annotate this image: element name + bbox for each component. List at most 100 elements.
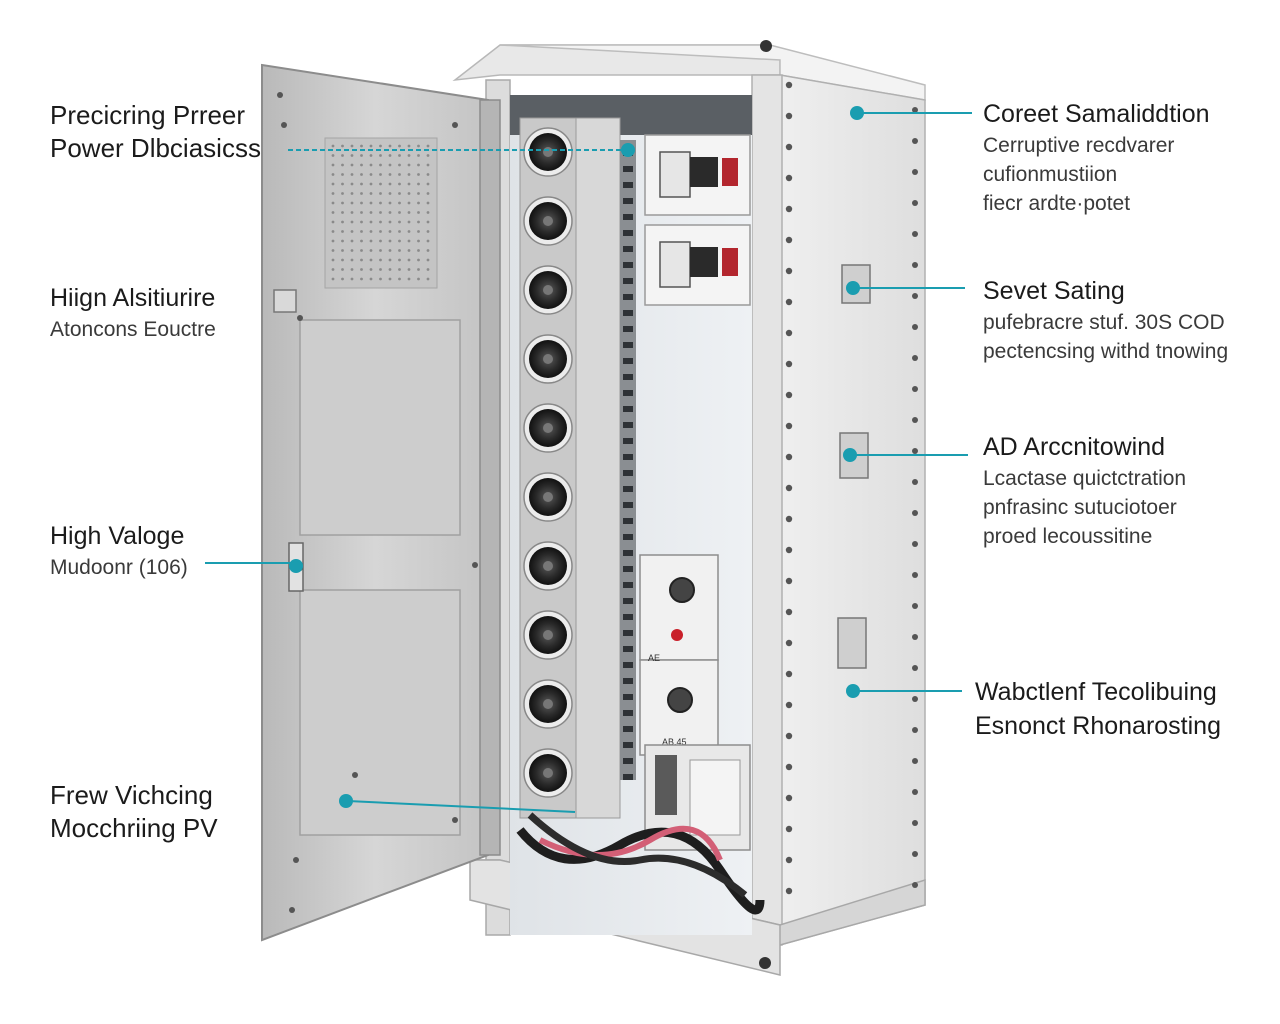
label-left-4-subtitle: Mocchriing PV: [50, 813, 218, 844]
breaker-2: [659, 241, 691, 288]
roof-bolt: [760, 40, 772, 52]
vent-hole: [388, 277, 392, 281]
vent-hole: [407, 182, 411, 186]
module-red-button: [671, 629, 683, 641]
post-bolt: [785, 515, 793, 523]
terminal-block: [623, 246, 633, 252]
front-post-right: [751, 74, 783, 946]
side-bolt: [912, 758, 918, 764]
vent-hole: [388, 192, 392, 195]
vent-hole: [417, 163, 420, 167]
vent-hole: [417, 201, 420, 205]
terminal-block: [623, 726, 633, 732]
terminal-block: [623, 310, 633, 316]
fan-hub: [543, 147, 553, 157]
vent-hole: [360, 182, 363, 186]
cabinet-side-panel: [779, 74, 926, 946]
terminal-block: [623, 470, 633, 476]
vent-hole: [426, 192, 430, 195]
vent-hole: [407, 144, 411, 148]
vent-hole: [388, 173, 392, 176]
vent-hole: [398, 239, 401, 243]
terminal-block: [623, 262, 633, 268]
vent-hole: [369, 258, 373, 262]
terminal-block: [623, 326, 633, 332]
vent-hole: [331, 220, 335, 224]
vent-hole: [379, 182, 382, 186]
label-left-2-title: Hiign Alsitiurire: [50, 284, 216, 312]
vent-hole: [398, 220, 401, 224]
side-bolt: [912, 727, 918, 733]
terminal-block: [623, 166, 633, 172]
vent-hole: [350, 258, 354, 262]
terminal-block: [623, 550, 633, 556]
vent-hole: [417, 220, 420, 224]
vent-hole: [398, 268, 401, 271]
vent-hole: [398, 277, 401, 281]
vent-hole: [388, 182, 392, 186]
vent-hole: [388, 201, 392, 205]
label-right-3-line-2: Lcactase quictctration: [983, 467, 1187, 490]
vent-hole: [341, 220, 344, 224]
terminal-block: [623, 214, 633, 220]
vent-hole: [331, 154, 335, 157]
side-bolt: [912, 572, 918, 578]
label-left-2-subtitle: Atoncons Eouctre: [50, 318, 216, 341]
terminal-block: [623, 630, 633, 636]
post-bolt: [785, 174, 793, 182]
vent-hole: [341, 192, 344, 195]
post-bolt: [785, 763, 793, 771]
vent-hole: [331, 163, 335, 167]
callout-dot: [621, 143, 635, 157]
post-bolt: [785, 701, 793, 709]
vent-hole: [398, 230, 401, 233]
terminal-block: [623, 502, 633, 508]
module-knob-1: [669, 577, 695, 603]
vent-hole: [341, 230, 344, 233]
side-bolt: [912, 417, 918, 423]
breaker-handle-1: [690, 157, 718, 187]
vent-hole: [417, 182, 420, 186]
control-module-1: [639, 554, 719, 661]
terminal-block: [623, 198, 633, 204]
side-bolt: [912, 479, 918, 485]
vent-hole: [379, 249, 382, 252]
door-bolt: [297, 315, 303, 321]
terminal-block: [623, 486, 633, 492]
side-bolt: [912, 386, 918, 392]
vent-hole: [426, 220, 430, 224]
vent-hole: [360, 144, 363, 148]
vent-hole: [350, 182, 354, 186]
side-bolt: [912, 107, 918, 113]
post-bolt: [785, 546, 793, 554]
callout-dot: [846, 684, 860, 698]
door-panel-lower: [299, 589, 461, 836]
fan-hub: [543, 354, 553, 364]
post-bolt: [785, 453, 793, 461]
vent-hole: [426, 230, 430, 233]
vent-hole: [369, 239, 373, 243]
callout-dot: [339, 794, 353, 808]
post-bolt: [785, 608, 793, 616]
vent-hole: [407, 220, 411, 224]
terminal-block: [623, 390, 633, 396]
vent-hole: [360, 230, 363, 233]
side-bolt: [912, 789, 918, 795]
vent-hole: [369, 277, 373, 281]
door-bolt: [281, 122, 287, 128]
vent-hole: [426, 211, 430, 214]
label-right-1-line-4: fiecr ardte·potet: [983, 192, 1131, 216]
vent-hole: [388, 230, 392, 233]
fan-hub: [543, 561, 553, 571]
module-3-panel: [689, 759, 741, 836]
vent-hole: [388, 249, 392, 252]
label-left-1-title: Precicring Prreer: [50, 100, 246, 130]
terminal-block: [623, 774, 633, 780]
label-right-1-line-2: Cerruptive recdvarer: [983, 134, 1175, 157]
side-bolt: [912, 696, 918, 702]
side-bolt: [912, 665, 918, 671]
terminal-block: [623, 678, 633, 684]
vent-hole: [398, 154, 401, 157]
side-bolt: [912, 169, 918, 175]
